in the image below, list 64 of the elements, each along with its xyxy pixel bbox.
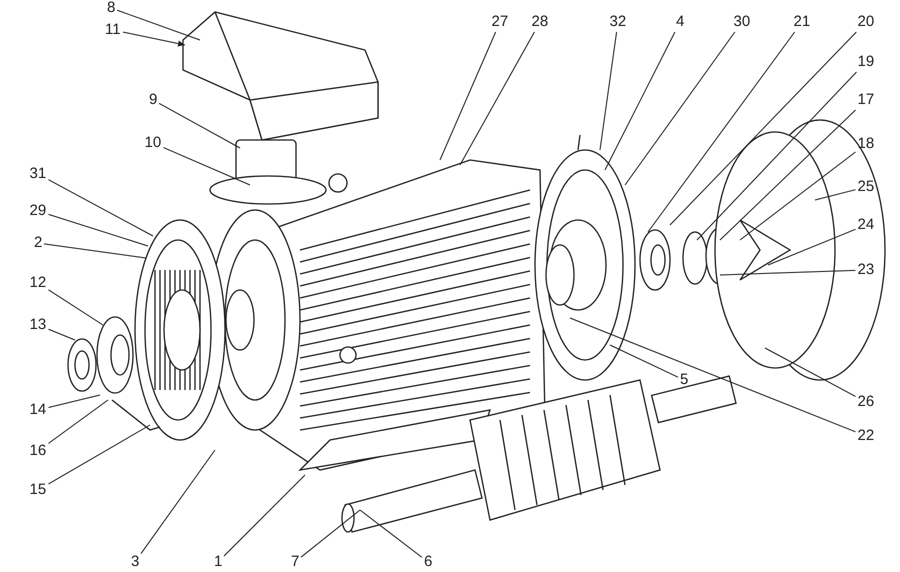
callout-number: 27 xyxy=(492,13,508,31)
leader-line xyxy=(764,348,856,397)
callout-number: 11 xyxy=(105,21,121,39)
callout-number: 29 xyxy=(30,202,46,220)
leader-line xyxy=(460,32,535,166)
callout-number: 22 xyxy=(858,427,874,445)
leader-line xyxy=(224,474,306,556)
callout-number: 31 xyxy=(30,165,46,183)
callout-number: 4 xyxy=(676,13,684,31)
leader-line xyxy=(48,328,76,340)
leader-line xyxy=(140,450,216,554)
leader-line xyxy=(116,10,200,40)
callout-number: 15 xyxy=(30,481,46,499)
leader-line xyxy=(122,32,186,46)
callout-number: 17 xyxy=(858,91,874,109)
leader-line xyxy=(300,510,360,558)
leader-line xyxy=(720,270,856,276)
leader-line xyxy=(648,32,796,232)
callout-number: 23 xyxy=(858,261,874,279)
callout-number: 13 xyxy=(30,316,46,334)
callout-number: 3 xyxy=(131,553,140,571)
leader-line xyxy=(48,394,100,408)
leader-line xyxy=(48,289,104,326)
leader-line xyxy=(740,152,856,240)
leader-line xyxy=(360,510,422,558)
callout-number: 2 xyxy=(34,234,42,252)
leader-line xyxy=(48,179,154,236)
callout-number: 16 xyxy=(30,442,46,460)
callout-number: 9 xyxy=(149,91,158,109)
callout-number: 20 xyxy=(858,13,874,31)
leader-line xyxy=(158,102,240,148)
callout-number: 1 xyxy=(214,553,222,571)
leader-line xyxy=(570,318,856,432)
callout-number: 7 xyxy=(291,553,300,571)
leader-line xyxy=(600,32,618,150)
callout-number: 10 xyxy=(144,134,162,152)
leader-line xyxy=(696,72,857,240)
leader-line xyxy=(440,32,496,160)
callout-number: 21 xyxy=(794,13,810,31)
leader-line xyxy=(163,147,250,186)
callout-number: 32 xyxy=(610,13,626,31)
callout-number: 14 xyxy=(30,401,46,419)
leader-line xyxy=(48,214,148,246)
leader-line xyxy=(604,32,676,170)
callout-number: 25 xyxy=(858,178,874,196)
leader-line xyxy=(48,424,150,484)
callout-number: 8 xyxy=(107,0,116,17)
leader-line xyxy=(670,32,857,226)
callout-number: 30 xyxy=(734,13,750,31)
callout-number: 12 xyxy=(30,274,46,292)
callout-number: 5 xyxy=(680,371,688,389)
leader-line xyxy=(768,228,856,266)
leader-line xyxy=(610,344,678,378)
leader-line xyxy=(624,32,736,186)
callout-number: 19 xyxy=(858,53,874,71)
leader-line xyxy=(814,189,856,200)
callout-number: 18 xyxy=(858,135,874,153)
callout-number: 24 xyxy=(858,216,874,234)
callout-number: 26 xyxy=(858,393,874,411)
callout-number: 28 xyxy=(532,13,548,31)
leader-line xyxy=(48,400,108,444)
leader-line xyxy=(44,243,146,258)
callout-number: 6 xyxy=(424,553,432,571)
leader-line xyxy=(720,110,856,240)
